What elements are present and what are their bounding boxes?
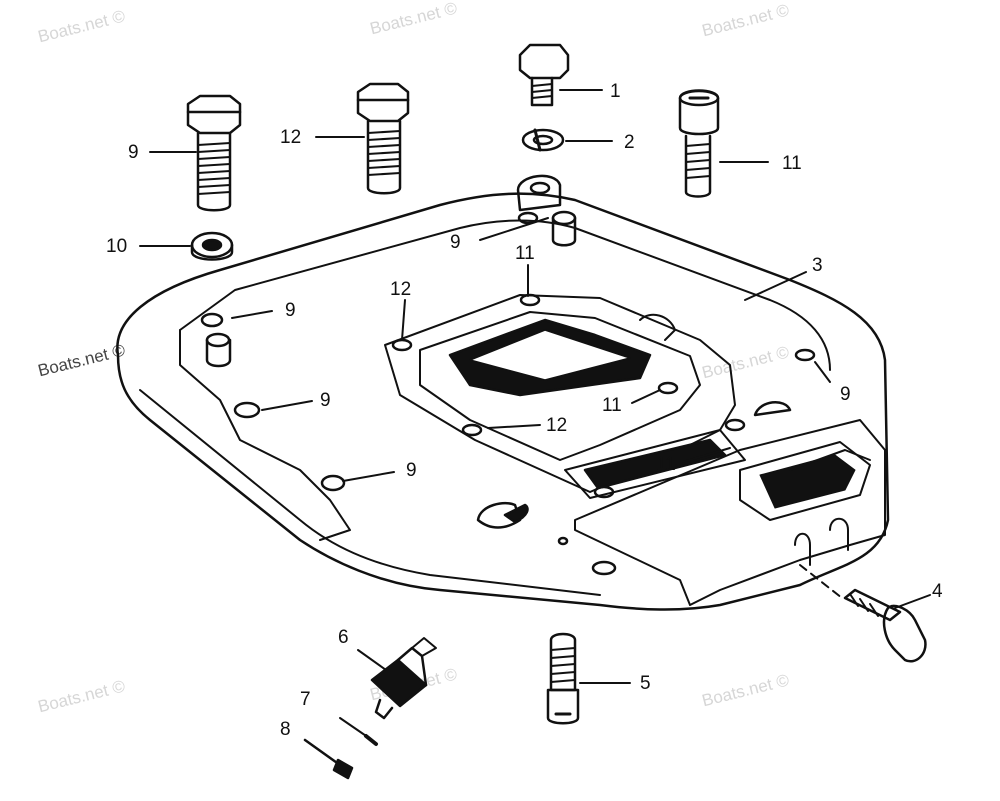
- callout-number: 3: [812, 255, 823, 276]
- bolt-hole: [794, 348, 816, 362]
- bolt-4: [843, 588, 927, 663]
- bolt-hole: [200, 312, 224, 328]
- callout-number: 7: [300, 689, 311, 710]
- plate-hole: [591, 560, 617, 576]
- bolt-hole: [233, 401, 261, 419]
- bolt-hole: [320, 474, 346, 492]
- bolt-hole: [724, 418, 746, 432]
- bolt-1: [518, 43, 570, 107]
- adapter-plate: [116, 174, 890, 611]
- callout-number: 9: [406, 460, 417, 481]
- side-extension-slot: [739, 441, 871, 521]
- callout-number: 9: [840, 384, 851, 405]
- center-opening-face: [469, 329, 631, 381]
- bolt-slot: [829, 517, 849, 551]
- callout-number: 5: [640, 673, 651, 694]
- callout-number: 4: [932, 581, 943, 602]
- bolt-hole: [517, 211, 539, 225]
- plate-hole-small: [557, 536, 569, 546]
- bolt-hole: [593, 485, 615, 499]
- callout-number: 12: [390, 279, 412, 300]
- callout-number: 9: [450, 232, 461, 253]
- sender-6: [370, 637, 437, 720]
- bolt-hole: [391, 338, 413, 352]
- lower-passage-inner: [583, 438, 727, 490]
- bolt-slot: [794, 532, 811, 566]
- anode-insert: [503, 503, 529, 524]
- callout-number: 9: [320, 390, 331, 411]
- dowel-pin: [551, 216, 577, 247]
- bolt-12: [356, 82, 410, 195]
- dowel-pin-top: [551, 210, 577, 226]
- callout-number: 9: [285, 300, 296, 321]
- callout-number: 8: [280, 719, 291, 740]
- bolt-hole: [657, 381, 679, 395]
- gasket-inner: [419, 311, 701, 461]
- dowel-pin: [205, 338, 232, 368]
- plate-lower-rim: [139, 389, 601, 596]
- plate-tab: [639, 313, 676, 341]
- plate-left-wall: [179, 329, 351, 541]
- callout-number: 11: [515, 243, 535, 264]
- dowel-pin-top: [205, 332, 231, 348]
- callout-number: 6: [338, 627, 349, 648]
- screw-11: [678, 89, 720, 198]
- callout-number: 11: [782, 153, 802, 174]
- callout-number: 11: [656, 454, 676, 475]
- bolt-9: [186, 94, 242, 212]
- plate-outline: [116, 192, 890, 611]
- side-step: [789, 449, 871, 471]
- leader-lines: [139, 89, 931, 684]
- top-lug: [516, 174, 562, 212]
- callout-number: 12: [546, 415, 568, 436]
- terminal-8: [303, 738, 354, 780]
- wire-7-tip: [364, 734, 378, 746]
- lower-passage: [564, 429, 746, 499]
- top-lug-hole: [529, 181, 551, 195]
- screw-5: [546, 632, 580, 725]
- bolt-hole: [461, 423, 483, 437]
- washer-2: [521, 128, 565, 152]
- callout-number: 2: [624, 132, 635, 153]
- gasket-frame: [384, 294, 736, 493]
- callout-number: 1: [610, 81, 621, 102]
- side-extension: [574, 419, 886, 606]
- anode-half-moon: [753, 401, 792, 417]
- bolt-hole: [519, 293, 541, 307]
- callout-number: 11: [602, 395, 622, 416]
- callout-number: 9: [128, 142, 139, 163]
- washer-10: [190, 231, 234, 261]
- callout-number: 12: [280, 127, 302, 148]
- callout-number: 10: [106, 236, 128, 257]
